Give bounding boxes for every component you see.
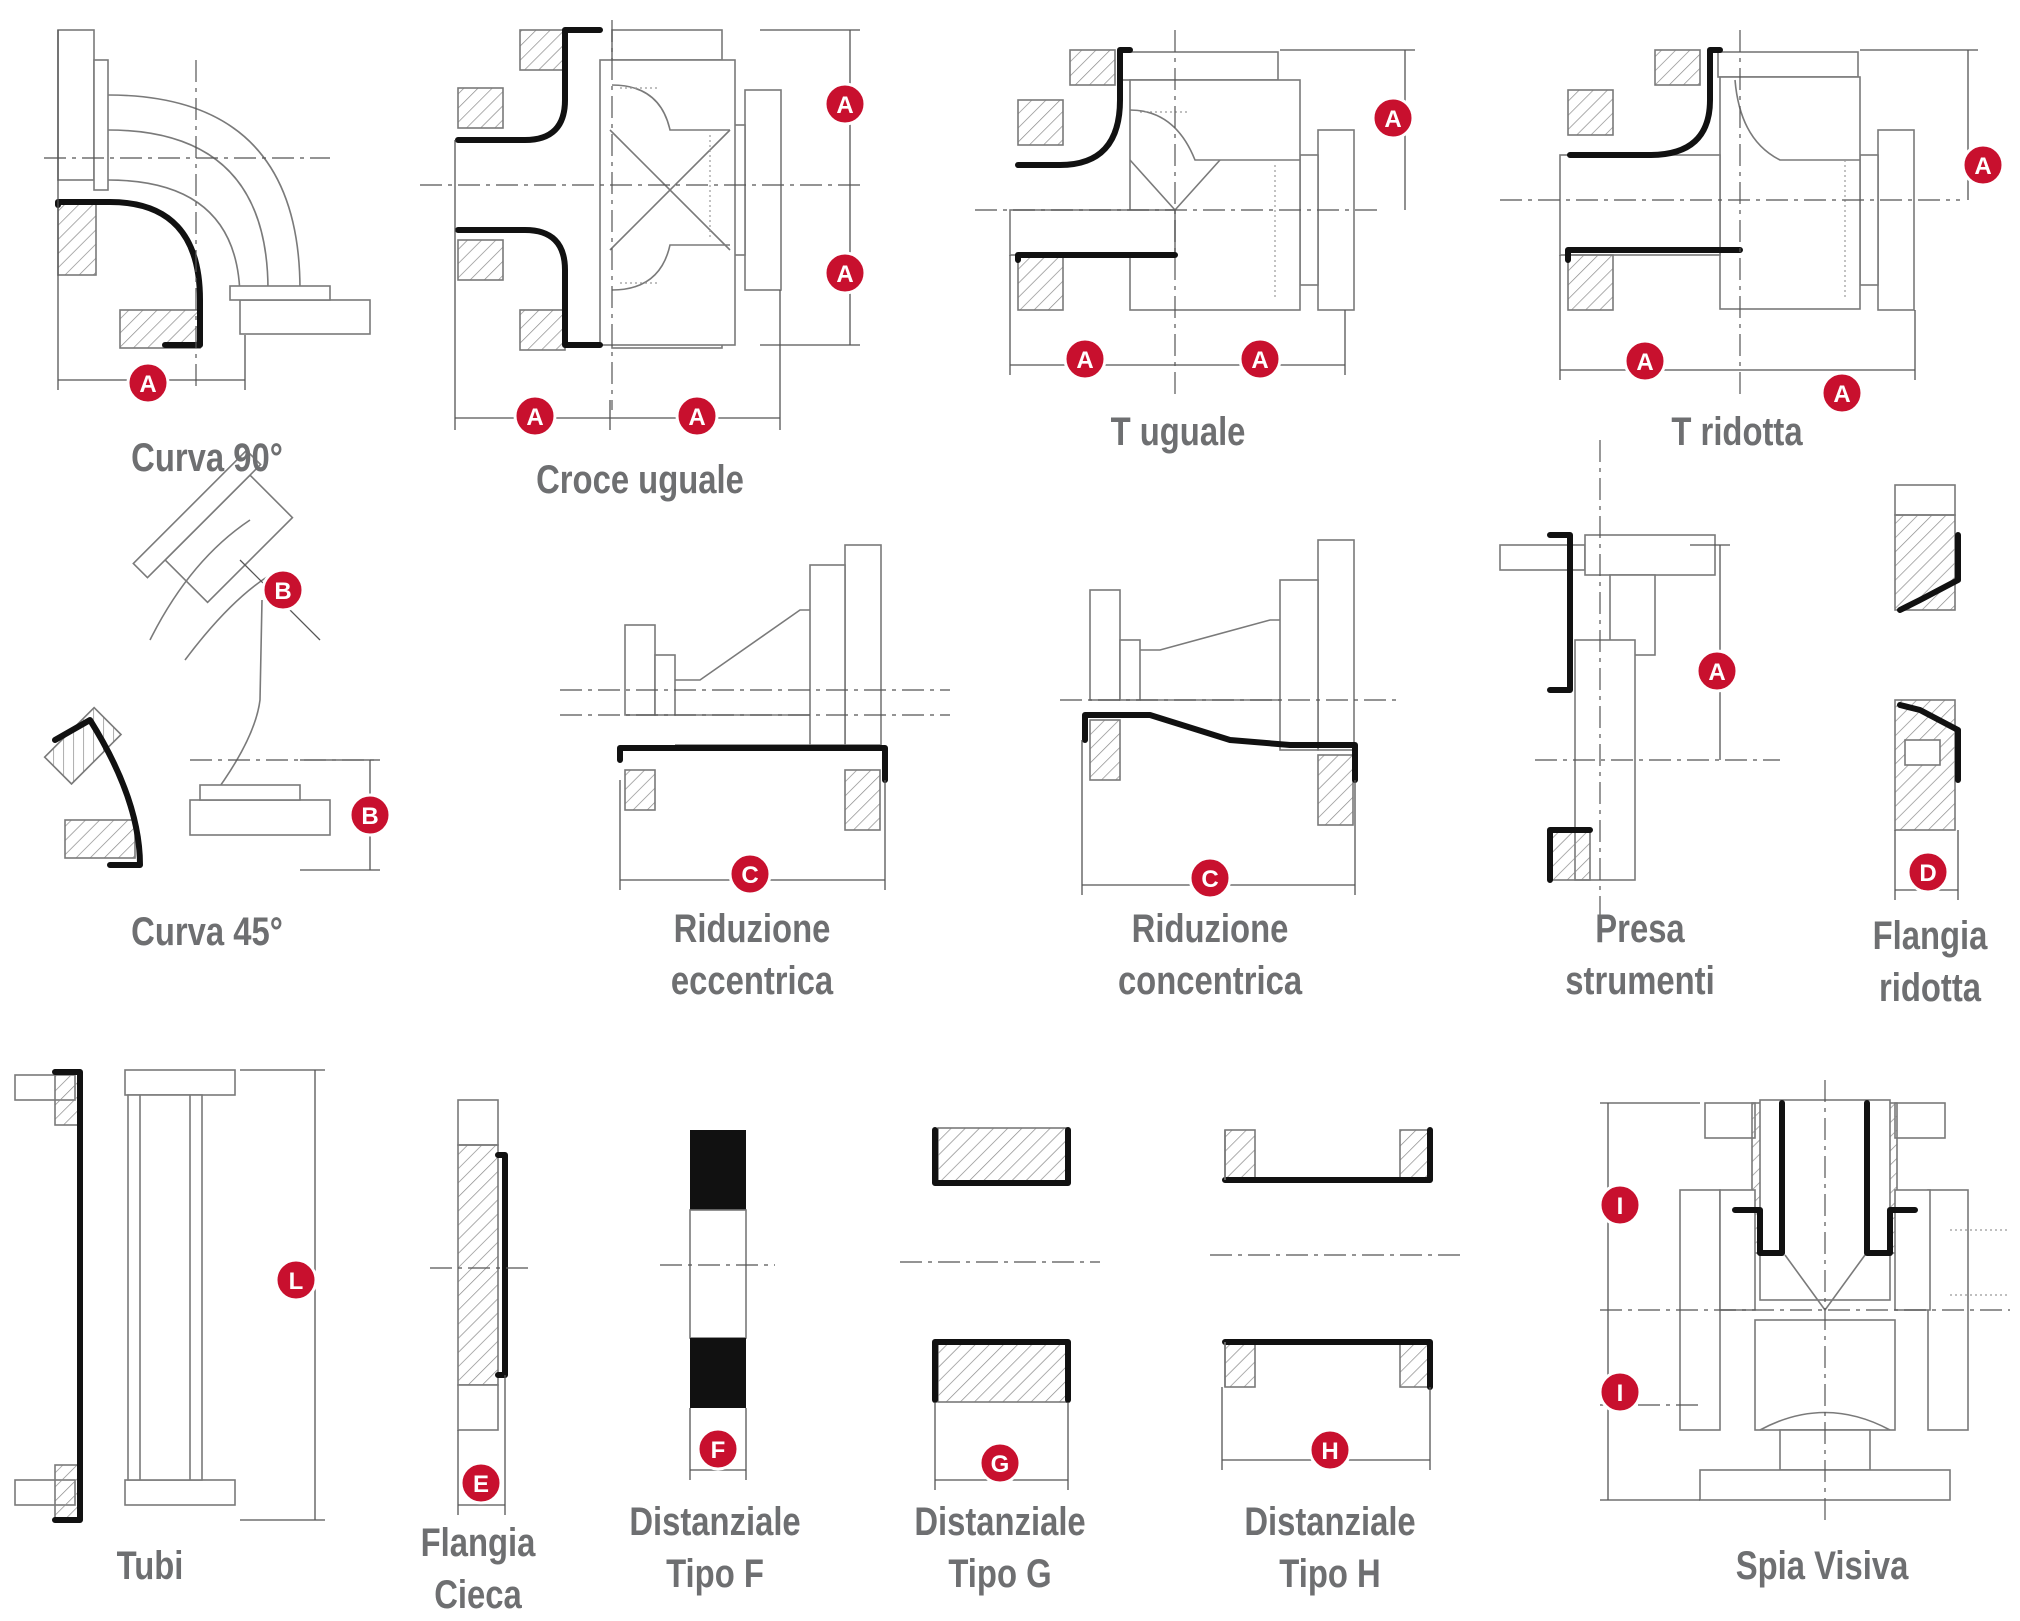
svg-text:G: G [991, 1451, 1010, 1478]
badge-tridotta-a-bottom-right: A [1820, 371, 1864, 415]
badge-tuguale-a-bottom-right: A [1238, 337, 1282, 381]
flangia-ridotta-drawing [1894, 484, 1961, 900]
curva-45-drawing [43, 449, 380, 871]
svg-text:A: A [1636, 349, 1653, 376]
caption-flangia-ridotta: Flangia ridotta [1872, 914, 1988, 1010]
badge-dist-f: F [696, 1427, 740, 1471]
tubi-drawing [14, 1069, 325, 1523]
svg-text:F: F [711, 1437, 726, 1464]
svg-text:A: A [688, 404, 705, 431]
badge-dist-g: G [978, 1441, 1022, 1485]
curva-90-drawing [44, 29, 371, 390]
caption-croce-uguale: Croce uguale [536, 458, 744, 502]
svg-text:C: C [1201, 866, 1218, 893]
caption-riduzione-eccentrica: Riduzione eccentrica [670, 907, 834, 1003]
svg-text:A: A [1833, 381, 1850, 408]
svg-text:D: D [1919, 860, 1936, 887]
caption-presa-strumenti: Presa strumenti [1565, 907, 1715, 1003]
flangia-cieca-drawing [430, 1099, 530, 1515]
caption-t-uguale: T uguale [1110, 410, 1246, 454]
distanziale-f-drawing [660, 1130, 775, 1480]
presa-strumenti-drawing [1499, 440, 1780, 930]
svg-text:B: B [274, 578, 291, 605]
caption-distanziale-f: Distanziale Tipo F [629, 1500, 801, 1596]
badge-dist-h: H [1308, 1428, 1352, 1472]
badge-spia-i-bottom: I [1598, 1370, 1642, 1414]
caption-t-ridotta: T ridotta [1671, 410, 1803, 454]
caption-distanziale-h: Distanziale Tipo H [1244, 1500, 1416, 1596]
svg-text:A: A [1076, 347, 1093, 374]
distanziale-h-drawing [1210, 1127, 1460, 1470]
svg-text:E: E [473, 1471, 489, 1498]
badge-tuguale-a-bottom-left: A [1063, 337, 1107, 381]
caption-curva-90: Curva 90° [131, 436, 283, 480]
distanziale-g-drawing [900, 1127, 1100, 1490]
badge-rid-ecc-c: C [728, 852, 772, 896]
badge-curva45-b-top: B [261, 568, 305, 612]
badge-curva90-a: A [126, 361, 170, 405]
svg-text:C: C [741, 862, 758, 889]
badge-croce-a-bottom-right: A [675, 394, 719, 438]
svg-text:I: I [1617, 1193, 1624, 1220]
caption-spia-visiva: Spia Visiva [1735, 1544, 1909, 1588]
badge-spia-i-top: I [1598, 1183, 1642, 1227]
caption-flangia-cieca: Flangia Cieca [420, 1521, 536, 1617]
riduzione-concentrica-drawing [1060, 539, 1400, 895]
svg-text:A: A [836, 92, 853, 119]
badge-tuguale-a-right: A [1371, 96, 1415, 140]
badge-presa-a: A [1695, 649, 1739, 693]
badge-tridotta-a-bottom-left: A [1623, 339, 1667, 383]
badge-tubi-l: L [274, 1258, 318, 1302]
svg-text:A: A [139, 371, 156, 398]
badge-croce-a-right-top: A [823, 82, 867, 126]
badge-croce-a-right-bottom: A [823, 251, 867, 295]
badge-flangia-cieca-e: E [459, 1461, 503, 1505]
caption-riduzione-concentrica: Riduzione concentrica [1117, 907, 1303, 1003]
svg-text:I: I [1617, 1380, 1624, 1407]
svg-text:A: A [1974, 153, 1991, 180]
badge-croce-a-bottom-left: A [513, 394, 557, 438]
badge-curva45-b-right: B [348, 793, 392, 837]
svg-text:A: A [1708, 659, 1725, 686]
spia-visiva-drawing [1600, 1080, 2010, 1520]
t-ridotta-drawing [1500, 30, 1978, 400]
caption-tubi: Tubi [116, 1544, 184, 1588]
badge-flangia-rid-d: D [1906, 850, 1950, 894]
riduzione-eccentrica-drawing [560, 544, 950, 890]
badge-tridotta-a-right: A [1961, 143, 2005, 187]
badge-rid-conc-c: C [1188, 856, 1232, 900]
caption-distanziale-g: Distanziale Tipo G [914, 1500, 1086, 1596]
svg-text:A: A [836, 261, 853, 288]
svg-text:B: B [361, 803, 378, 830]
t-uguale-drawing [975, 30, 1415, 400]
caption-curva-45: Curva 45° [131, 910, 283, 954]
svg-text:L: L [289, 1268, 304, 1295]
svg-text:A: A [526, 404, 543, 431]
svg-text:H: H [1321, 1438, 1338, 1465]
croce-uguale-drawing [420, 20, 860, 430]
svg-text:A: A [1384, 106, 1401, 133]
svg-text:A: A [1251, 347, 1268, 374]
